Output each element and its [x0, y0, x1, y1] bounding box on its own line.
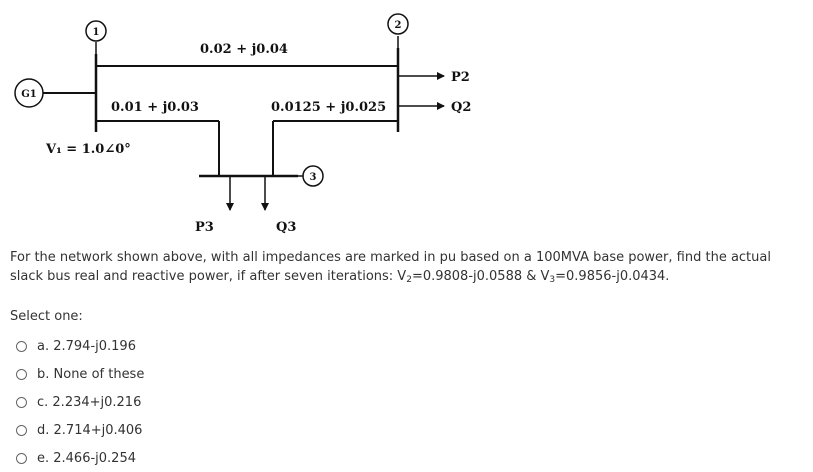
option-a[interactable]: a. 2.794-j0.196 [16, 332, 144, 360]
node-1-circle [85, 20, 107, 42]
v2-value: =0.9808-j0.0588 & V [411, 269, 550, 284]
v3-value: =0.9856-j0.0434. [555, 269, 670, 284]
v2-subscript: 2 [406, 275, 412, 285]
line-23-impedance: 0.0125 + j0.025 [271, 100, 386, 115]
answer-options: a. 2.794-j0.196 b. None of these c. 2.23… [16, 332, 144, 472]
option-d[interactable]: d. 2.714+j0.406 [16, 416, 144, 444]
power-network-diagram: G1 1 2 3 0.02 + j0.04 0.01 + j0.03 0.012… [14, 13, 471, 235]
radio-button[interactable] [16, 368, 27, 380]
node-3-label: 3 [310, 172, 317, 183]
node-1-label: 1 [93, 27, 100, 38]
p3-label: P3 [195, 220, 214, 235]
question-line-2-start: slack bus real and reactive power, if af… [10, 269, 407, 284]
select-one-label: Select one: [10, 309, 83, 324]
node-3-circle [302, 165, 324, 187]
radio-button[interactable] [16, 424, 27, 436]
option-label: c. 2.234+j0.216 [37, 394, 142, 410]
radio-button[interactable] [16, 340, 27, 352]
generator-label: G1 [21, 89, 37, 100]
option-label: b. None of these [37, 366, 145, 382]
question-line-1: For the network shown above, with all im… [10, 250, 771, 265]
line-12-impedance: 0.02 + j0.04 [200, 42, 288, 57]
node-2-label: 2 [395, 20, 402, 31]
radio-button[interactable] [16, 452, 27, 464]
option-c[interactable]: c. 2.234+j0.216 [16, 388, 144, 416]
question-text: For the network shown above, with all im… [10, 248, 805, 286]
option-label: a. 2.794-j0.196 [37, 338, 136, 354]
node-2-circle [387, 13, 409, 35]
q3-label: Q3 [276, 220, 296, 235]
q2-label: Q2 [451, 100, 471, 115]
option-label: d. 2.714+j0.406 [37, 422, 143, 438]
slack-voltage: V₁ = 1.0∠0° [45, 142, 131, 157]
option-e[interactable]: e. 2.466-j0.254 [16, 444, 144, 472]
option-label: e. 2.466-j0.254 [37, 450, 136, 466]
question-line-2: slack bus real and reactive power, if af… [10, 267, 805, 286]
v3-subscript: 3 [549, 275, 556, 285]
radio-button[interactable] [16, 396, 27, 408]
line-13-impedance: 0.01 + j0.03 [111, 100, 199, 115]
p2-label: P2 [451, 70, 470, 85]
option-b[interactable]: b. None of these [16, 360, 144, 388]
